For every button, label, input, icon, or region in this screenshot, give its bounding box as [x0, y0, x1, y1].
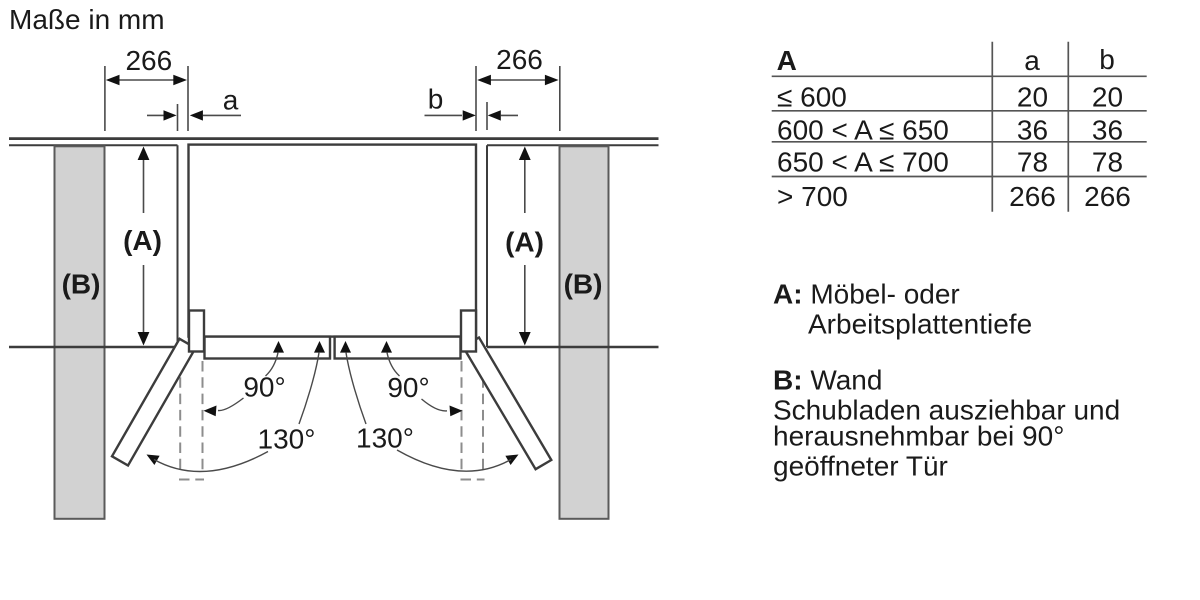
svg-text:B: Wand: B: Wand [773, 365, 882, 396]
svg-text:A: Möbel- oder: A: Möbel- oder [773, 279, 960, 310]
svg-text:130°: 130° [258, 424, 316, 455]
svg-text:herausnehmbar bei 90°: herausnehmbar bei 90° [773, 421, 1064, 452]
svg-text:36: 36 [1092, 115, 1123, 146]
svg-text:20: 20 [1092, 82, 1123, 113]
svg-text:266: 266 [1084, 181, 1131, 212]
svg-text:a: a [223, 85, 239, 116]
svg-text:(A): (A) [123, 225, 162, 256]
svg-text:266: 266 [125, 45, 172, 76]
svg-text:> 700: > 700 [777, 181, 848, 212]
svg-text:Schubladen ausziehbar und: Schubladen ausziehbar und [773, 395, 1120, 426]
svg-text:b: b [1099, 44, 1115, 75]
svg-text:(A): (A) [505, 227, 544, 258]
svg-text:a: a [1024, 45, 1040, 76]
svg-text:b: b [428, 84, 444, 115]
svg-text:(B): (B) [564, 269, 603, 300]
svg-text:90°: 90° [387, 372, 429, 403]
svg-text:20: 20 [1017, 82, 1048, 113]
svg-text:130°: 130° [356, 423, 414, 454]
svg-text:600 < A ≤ 650: 600 < A ≤ 650 [777, 115, 949, 146]
svg-text:78: 78 [1017, 147, 1048, 178]
svg-text:266: 266 [496, 44, 543, 75]
svg-text:266: 266 [1009, 181, 1056, 212]
svg-text:≤ 600: ≤ 600 [777, 82, 847, 113]
svg-text:(B): (B) [62, 269, 101, 300]
svg-text:geöffneter Tür: geöffneter Tür [773, 451, 948, 482]
svg-text:A: A [777, 45, 797, 76]
svg-text:650 < A ≤ 700: 650 < A ≤ 700 [777, 147, 949, 178]
svg-text:90°: 90° [243, 372, 285, 403]
svg-text:Maße in mm: Maße in mm [9, 4, 165, 35]
svg-text:36: 36 [1017, 115, 1048, 146]
svg-text:78: 78 [1092, 147, 1123, 178]
svg-text:Arbeitsplattentiefe: Arbeitsplattentiefe [808, 309, 1032, 340]
